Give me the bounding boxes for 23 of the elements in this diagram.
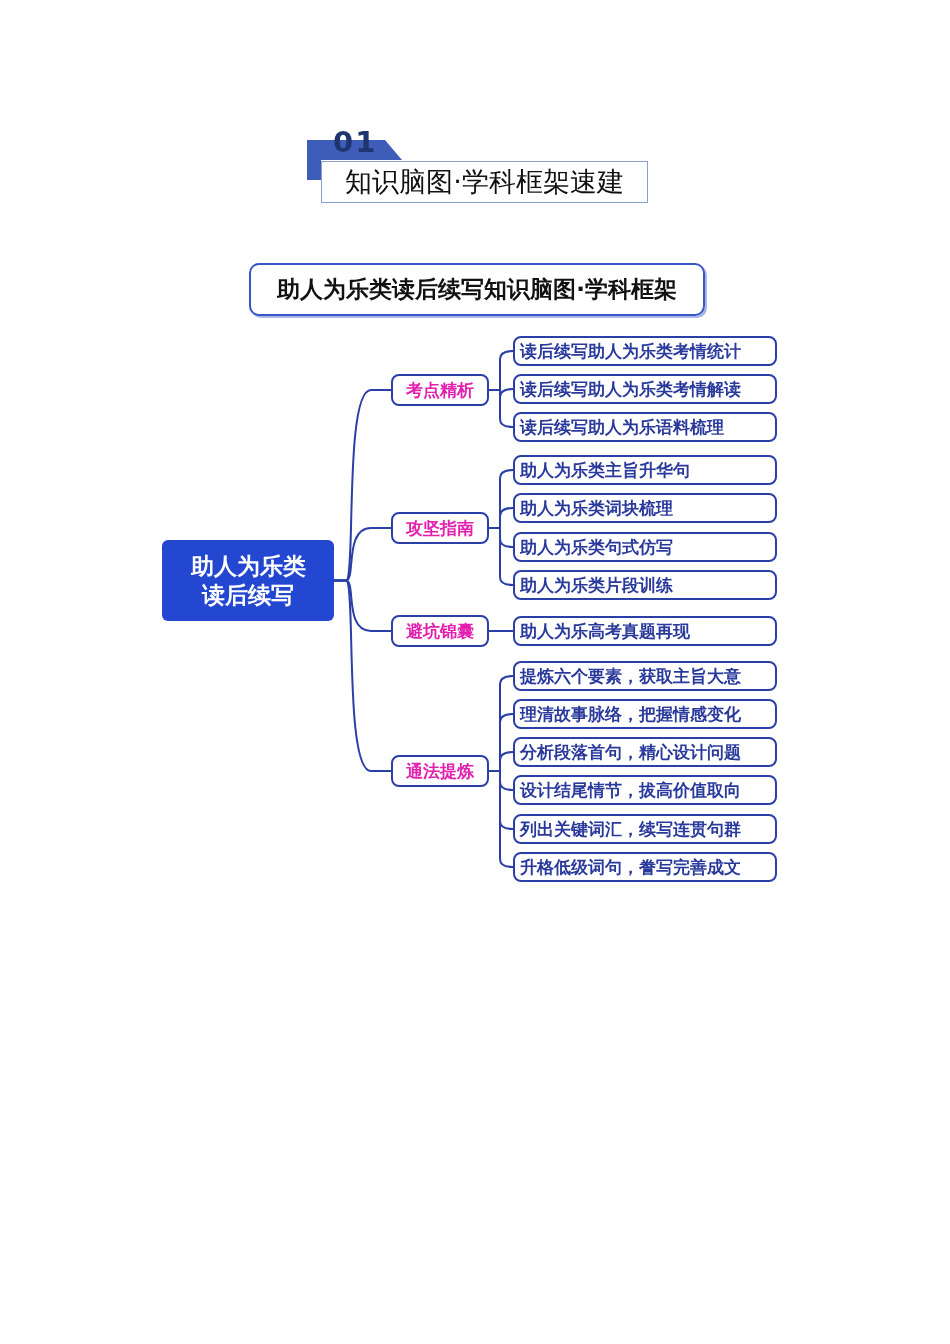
topic-box: 助人为乐类句式仿写 xyxy=(513,532,777,562)
heading-box: 知识脑图·学科框架速建 xyxy=(321,161,648,203)
root-box: 助人为乐类读后续写 xyxy=(162,540,334,621)
topic-box: 读后续写助人为乐类考情统计 xyxy=(513,336,777,366)
topic-box: 助人为乐高考真题再现 xyxy=(513,616,777,646)
topic-box: 助人为乐类主旨升华句 xyxy=(513,455,777,485)
branch-box: 考点精析 xyxy=(391,374,489,406)
connector-line xyxy=(333,579,392,772)
topic-box: 设计结尾情节，拔高价值取向 xyxy=(513,775,777,805)
topic-box: 分析段落首句，精心设计问题 xyxy=(513,737,777,767)
branch-box: 通法提炼 xyxy=(391,755,489,787)
topic-box: 助人为乐类词块梳理 xyxy=(513,493,777,523)
title-box: 助人为乐类读后续写知识脑图·学科框架 xyxy=(249,263,705,316)
connector-line xyxy=(488,630,514,632)
topic-box: 列出关键词汇，续写连贯句群 xyxy=(513,814,777,844)
topic-box: 理清故事脉络，把握情感变化 xyxy=(513,699,777,729)
topic-box: 提炼六个要素，获取主旨大意 xyxy=(513,661,777,691)
topic-box: 助人为乐类片段训练 xyxy=(513,570,777,600)
topic-box: 升格低级词句，誊写完善成文 xyxy=(513,852,777,882)
branch-box: 避坑锦囊 xyxy=(391,615,489,647)
topic-box: 读后续写助人为乐语料梳理 xyxy=(513,412,777,442)
topic-box: 读后续写助人为乐类考情解读 xyxy=(513,374,777,404)
branch-box: 攻坚指南 xyxy=(391,512,489,544)
